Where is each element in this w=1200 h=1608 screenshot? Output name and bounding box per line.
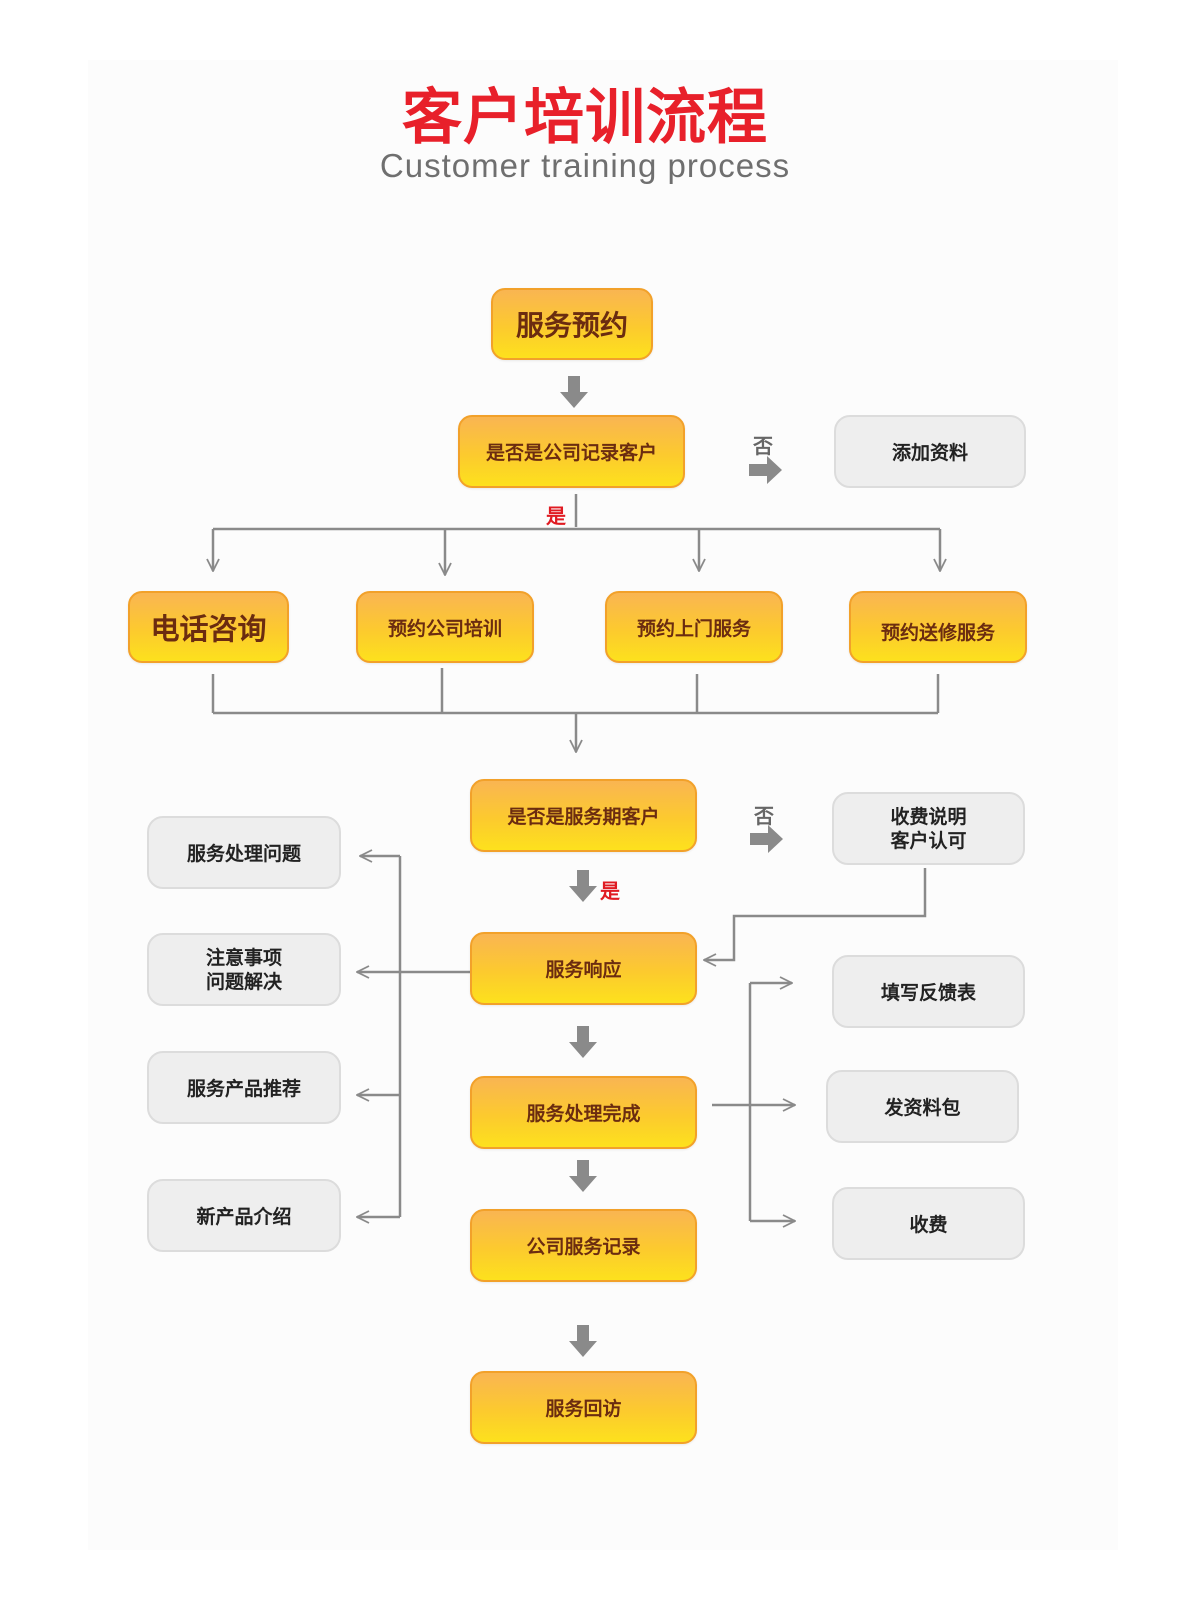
down-arrow-2 [569,870,597,902]
down-arrow-3 [569,1026,597,1058]
right-arrow-2 [750,825,783,853]
down-arrow-5 [569,1325,597,1357]
label-no-2: 否 [754,804,774,828]
node-book-training: 预约公司培训 [356,591,534,663]
node-product-recommend: 服务产品推荐 [147,1051,341,1124]
node-feedback-form: 填写反馈表 [832,955,1025,1028]
node-book-repair: 预约送修服务 [849,591,1027,663]
node-send-pack: 发资料包 [826,1070,1019,1143]
page-title: 客户培训流程 [402,83,768,153]
node-charge: 收费 [832,1187,1025,1260]
label-yes-2: 是 [600,879,620,903]
node-service-response: 服务响应 [470,932,697,1005]
node-new-product: 新产品介绍 [147,1179,341,1252]
fee-line-2: 客户认可 [890,829,967,852]
connector-fee-return [704,868,927,960]
node-book-onsite: 预约上门服务 [605,591,783,663]
node-follow-up: 服务回访 [470,1371,697,1444]
right-arrow-1 [749,456,782,484]
node-service-issue: 服务处理问题 [147,816,341,889]
down-arrow-4 [569,1160,597,1192]
node-service-done: 服务处理完成 [470,1076,697,1149]
node-notes: 注意事项 问题解决 [147,933,341,1006]
notes-line-1: 注意事项 [205,946,282,969]
notes-line-2: 问题解决 [205,970,282,993]
node-phone-consult: 电话咨询 [128,591,289,663]
node-company-record: 公司服务记录 [470,1209,697,1282]
node-is-company-customer: 是否是公司记录客户 [458,415,685,488]
page-subtitle: Customer training process [379,147,791,184]
fee-line-1: 收费说明 [890,805,967,828]
label-yes-1: 是 [546,504,566,528]
label-no-1: 否 [753,434,773,458]
down-arrow-1 [560,376,588,408]
node-service-booking: 服务预约 [491,288,653,360]
node-fee-confirm: 收费说明 客户认可 [832,792,1025,865]
node-is-service-period: 是否是服务期客户 [470,779,697,852]
node-add-info: 添加资料 [834,415,1026,488]
